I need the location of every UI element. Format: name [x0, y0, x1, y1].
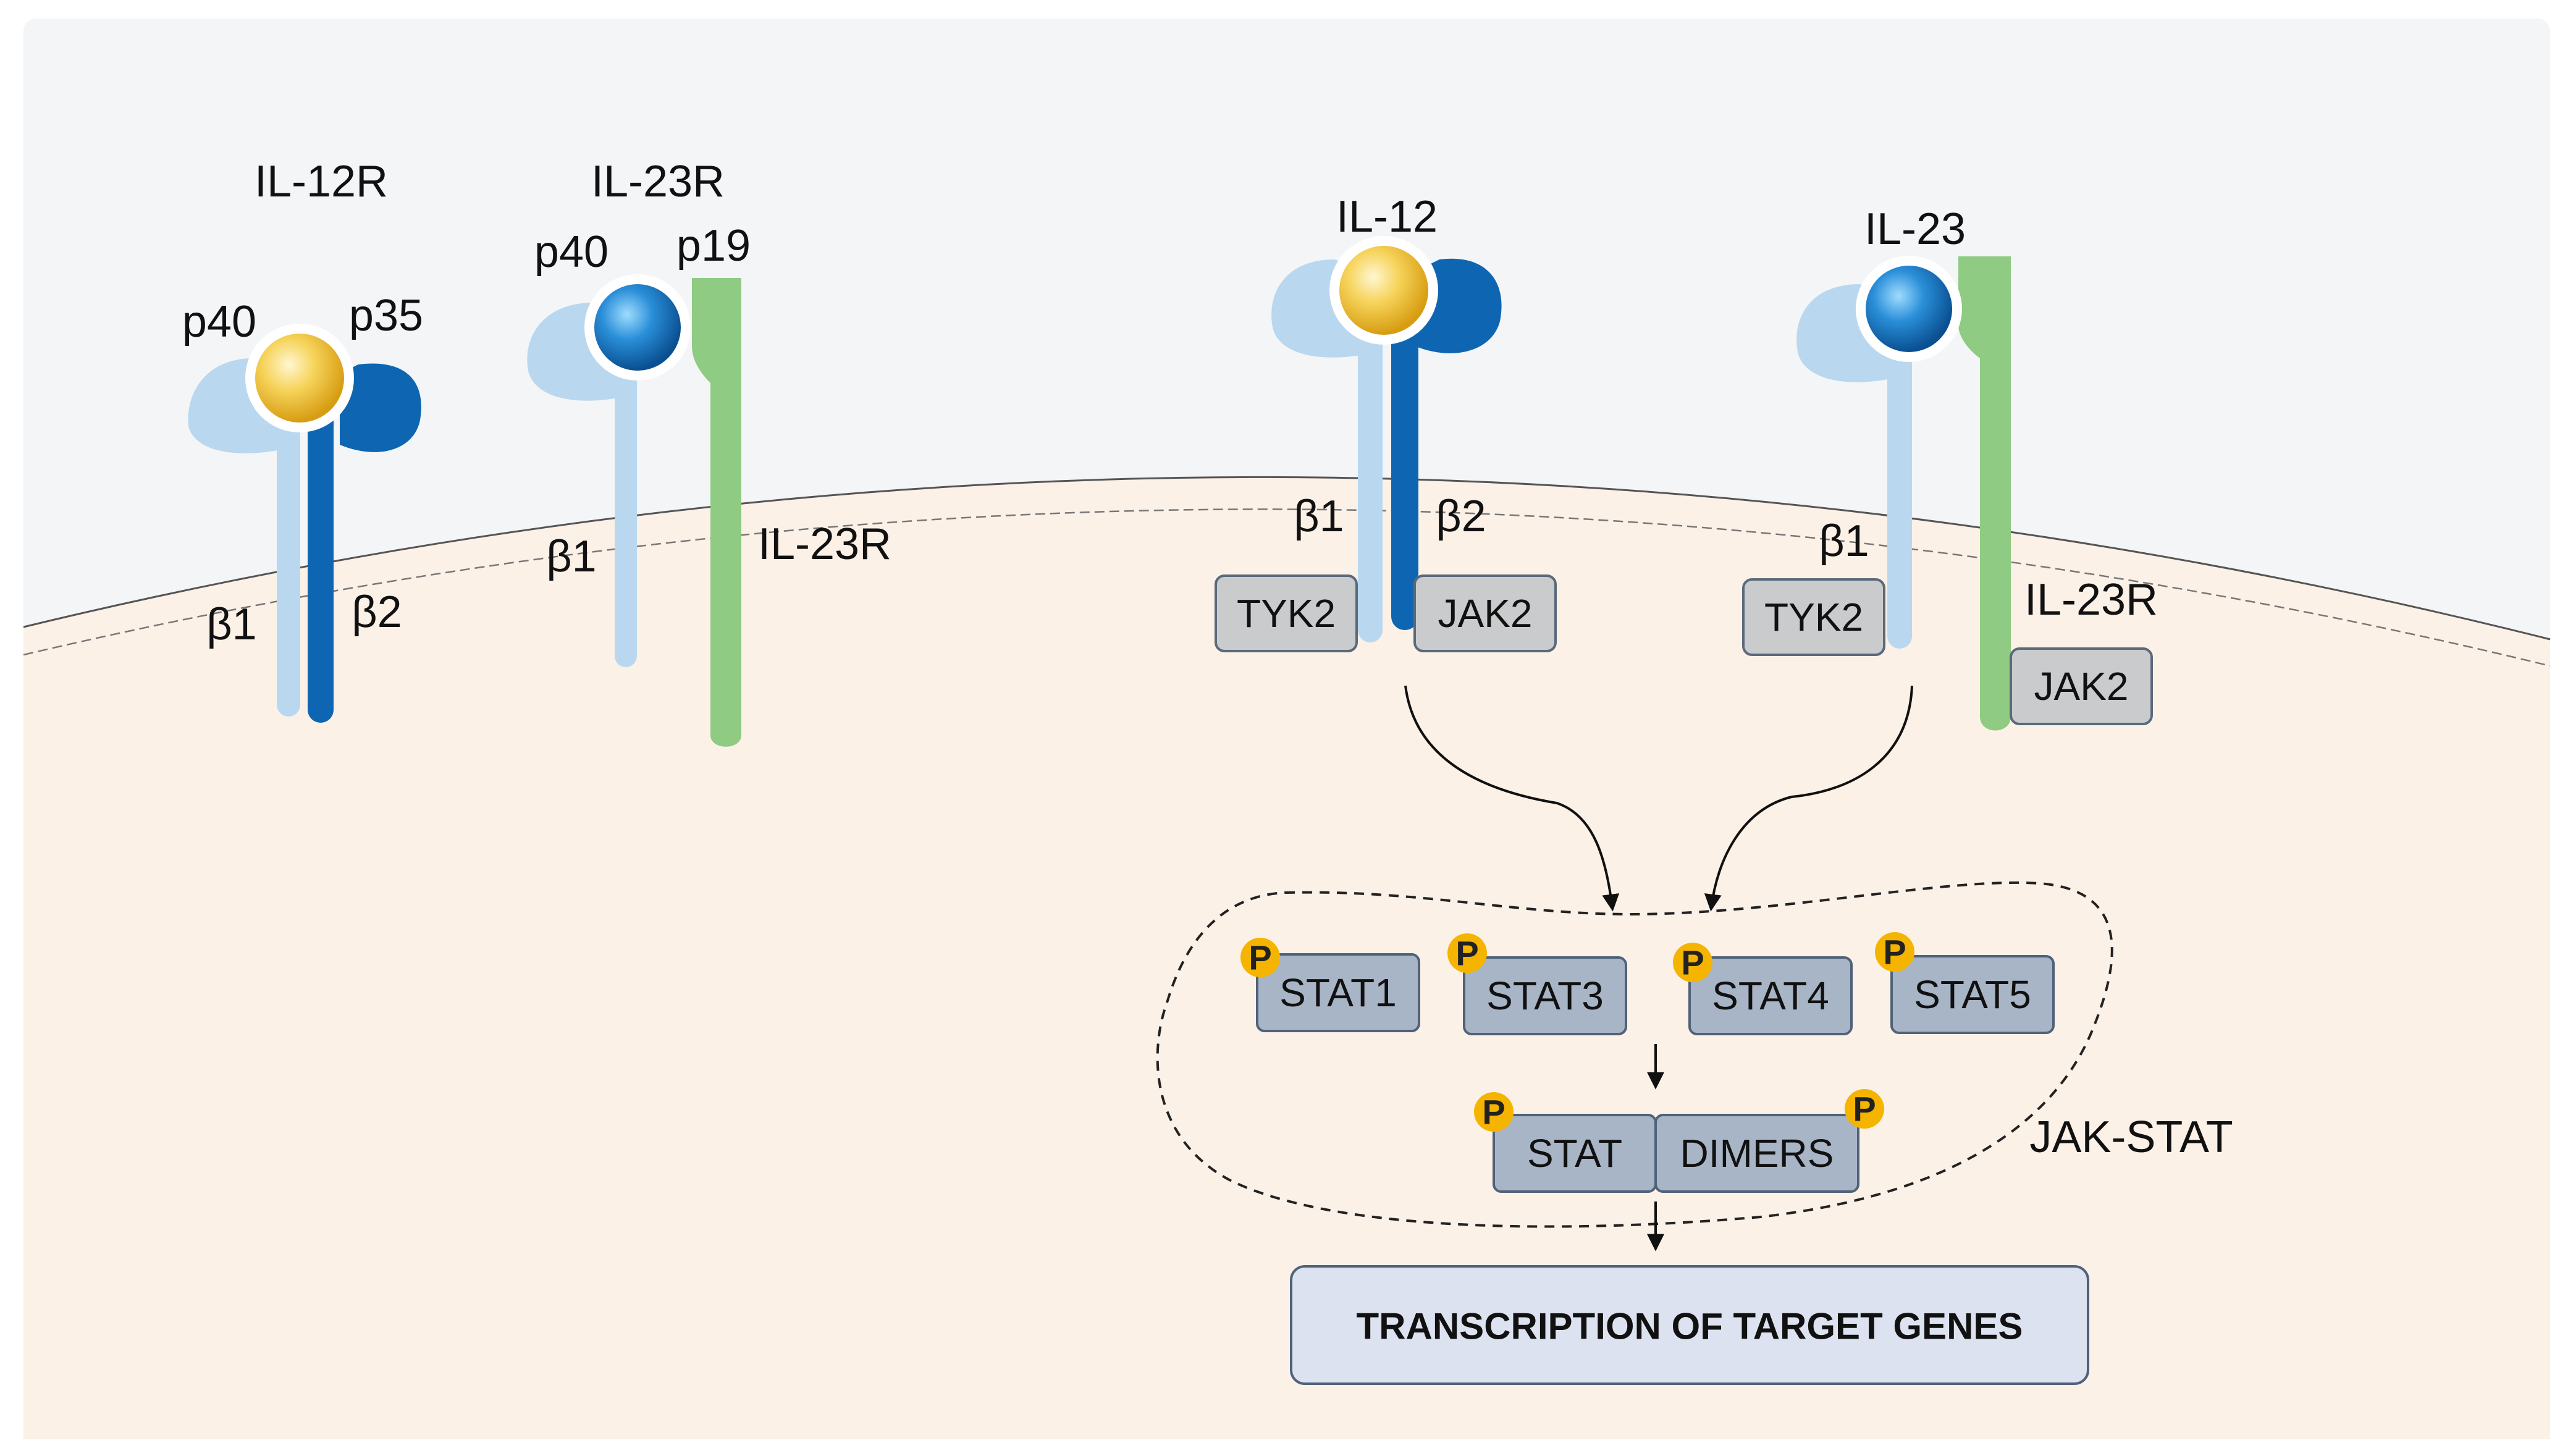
phospho-label: P	[1681, 943, 1704, 982]
il23-tyk2-label: TYK2	[1764, 595, 1863, 639]
dimer-left-label: STAT	[1527, 1131, 1622, 1176]
il23r-p19-chain	[692, 278, 741, 747]
il23r-p40-label: p40	[534, 227, 609, 277]
il23-ligand-ball	[1866, 266, 1952, 352]
il23r-chain-label: IL-23R	[758, 520, 891, 569]
phospho-badge	[1447, 933, 1487, 973]
phospho-label: P	[1482, 1093, 1505, 1132]
il12-beta2-label: β2	[1436, 492, 1486, 541]
phospho-label: P	[1883, 933, 1906, 972]
stat-item: STAT5 P	[1875, 932, 2055, 1034]
jakstat-label: JAK-STAT	[2029, 1113, 2233, 1162]
il23r-ligand-ball	[594, 284, 681, 371]
il12-tyk2-box	[1215, 574, 1358, 652]
il12-tyk2-label: TYK2	[1237, 591, 1336, 636]
arrow-il12-to-jakstat	[1404, 685, 1620, 912]
il23r-p19-label: p19	[676, 221, 751, 271]
il23r-title: IL-23R	[591, 157, 725, 206]
il12r-beta2-head	[340, 363, 421, 452]
il12-beta1-stem	[1358, 297, 1383, 642]
il23-jak2-label: JAK2	[2034, 664, 2129, 709]
il12r-p40-label: p40	[182, 297, 256, 347]
il23r-beta1-label: β1	[546, 532, 596, 581]
il12-title: IL-12	[1336, 192, 1438, 242]
stat4-label: STAT4	[1712, 974, 1829, 1018]
il23-chain-label: IL-23R	[2024, 575, 2158, 625]
stat-item: STAT1 P	[1240, 938, 1420, 1032]
stat1-box	[1256, 953, 1420, 1032]
il23-beta1-stem	[1887, 334, 1912, 649]
il12-jak2-label: JAK2	[1438, 591, 1533, 636]
il12r-beta2-stem	[308, 408, 334, 723]
il12r-receptor: IL-12R p40 p35 β1 β2	[182, 157, 423, 723]
cell-membrane-inner	[23, 508, 2551, 667]
phospho-badge	[1240, 938, 1280, 977]
il12r-beta1-label: β1	[206, 600, 256, 649]
stat3-label: STAT3	[1486, 974, 1604, 1018]
transcription-box	[1290, 1265, 2089, 1385]
stat4-box	[1688, 956, 1853, 1035]
transcription-label: TRANSCRIPTION OF TARGET GENES	[1357, 1306, 2023, 1347]
phospho-badge	[1845, 1089, 1884, 1129]
arrow-il23-to-jakstat	[1704, 685, 1913, 912]
phospho-label: P	[1249, 938, 1271, 977]
il23-title: IL-23	[1864, 204, 1966, 254]
il12r-p35-label: p35	[349, 291, 423, 340]
il12r-beta1-stem	[277, 383, 300, 717]
jakstat-dashed-boundary	[1156, 881, 2113, 1228]
phospho-label: P	[1455, 934, 1478, 973]
dimer-right-label: DIMERS	[1680, 1131, 1834, 1176]
stat5-box	[1890, 955, 2055, 1034]
il12-beta1-label: β1	[1294, 492, 1344, 541]
stat-item: STAT4 P	[1673, 943, 1853, 1035]
il23-tyk2-box	[1742, 578, 1885, 656]
jakstat-region: JAK-STAT STAT1 P STAT3 P STAT4 P STAT5 P	[1156, 881, 2233, 1228]
il23-il23r-chain	[1958, 256, 2011, 731]
cell-membrane-outer	[23, 476, 2551, 641]
il12r-ligand-ball	[255, 334, 344, 423]
il23r-beta1-stem	[615, 346, 637, 667]
phospho-badge	[1875, 932, 1914, 972]
il12-ligand-ball	[1339, 246, 1428, 335]
il12-receptor-activated: IL-12 β1 β2 TYK2 JAK2	[1215, 192, 1557, 652]
il12-jak2-box	[1413, 574, 1557, 652]
stat-dimer: STAT DIMERS P P	[1474, 1089, 1884, 1193]
il12r-beta2-label: β2	[352, 587, 402, 637]
il12r-title: IL-12R	[255, 157, 388, 206]
stat5-label: STAT5	[1914, 972, 2031, 1017]
il23-beta1-label: β1	[1819, 516, 1869, 566]
il12-beta2-stem	[1391, 321, 1418, 630]
phospho-badge	[1673, 943, 1712, 982]
il23r-receptor: IL-23R p40 p19 β1 IL-23R	[527, 157, 891, 747]
il23-receptor-activated: IL-23 β1 IL-23R TYK2 JAK2	[1742, 204, 2158, 731]
il23-jak2-box	[2010, 647, 2153, 725]
phospho-label: P	[1853, 1090, 1876, 1129]
stat-item: STAT3 P	[1447, 933, 1627, 1035]
stat1-label: STAT1	[1279, 970, 1397, 1015]
phospho-badge	[1474, 1092, 1514, 1132]
stat3-box	[1463, 956, 1627, 1035]
dimer-right-box	[1654, 1114, 1859, 1193]
